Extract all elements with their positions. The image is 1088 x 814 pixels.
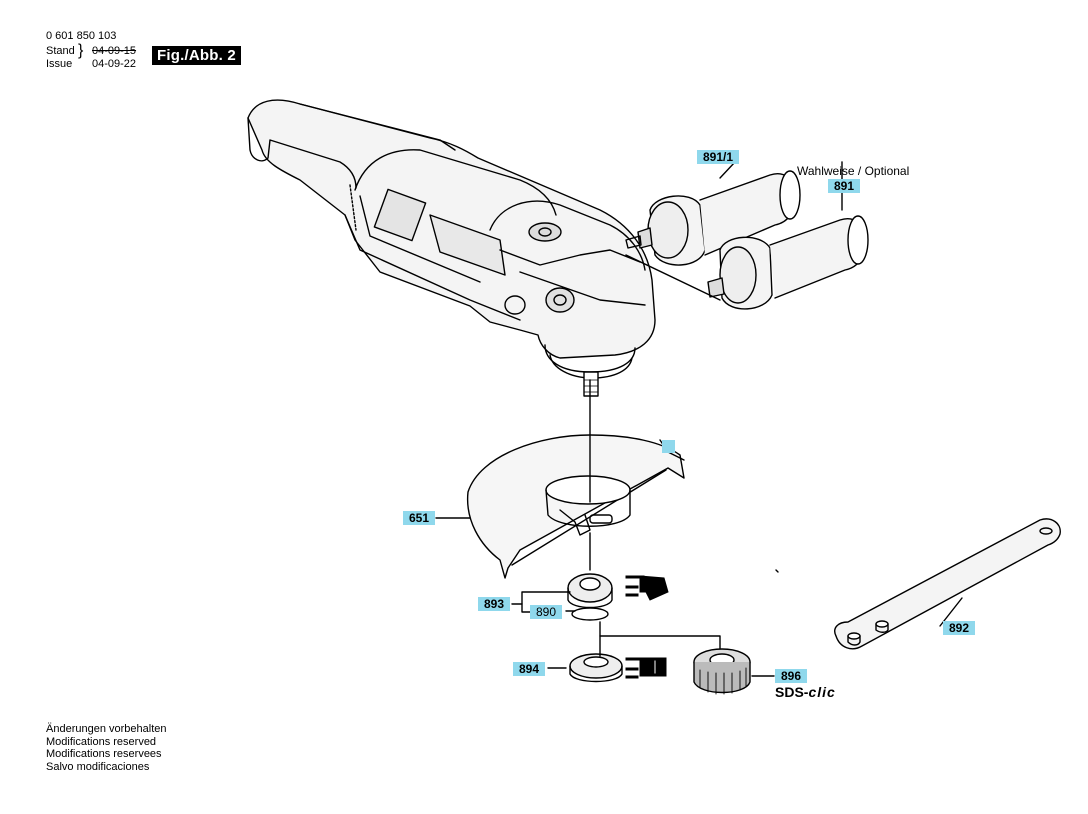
callout-890: 890 [530,605,563,619]
footer-line: Änderungen vorbehalten [46,723,167,735]
flange-893-illustration [567,573,613,621]
issue-date: 04-09-22 [92,58,137,70]
locking-nut-894-illustration [569,653,623,683]
part-number: 0 601 850 103 [46,30,117,42]
callout-651: 651 [403,511,436,525]
wrench-tighten-icon [625,657,667,679]
wheel-guard-651-illustration [466,434,685,579]
issue-label: Issue [46,58,73,70]
callout-896: 896 [775,669,808,683]
callout-893: 893 [478,597,511,611]
spanner-892-illustration [834,518,1061,650]
callout-891: 891 [828,179,861,193]
auxiliary-handle-891-illustration [707,215,869,310]
callout-892: 892 [943,621,976,635]
stand-label: Stand [46,45,75,57]
callout-894: 894 [513,662,546,676]
footer-line: Salvo modificaciones [46,760,150,773]
blank-callout-marker [662,440,675,453]
figure-label: Fig./Abb. 2 [152,46,241,65]
angle-grinder-illustration [247,99,656,397]
callout-891-1: 891/1 [697,150,740,164]
optional-note: Wahlweise / Optional [797,164,910,178]
sds-clic-label: SDS-clic [775,684,836,700]
auxiliary-handle-891-1-illustration [625,170,801,266]
footer-line: Modifications reservees [46,748,162,760]
hand-tighten-icon [625,575,669,601]
footer-notes: Änderungen vorbehalten Modifications res… [46,723,166,773]
stand-date: 04-09-15 [92,45,137,57]
brace-glyph: } [78,42,84,59]
footer-line: Modifications reserved [46,735,157,748]
sds-clic-nut-896-illustration [693,648,751,695]
